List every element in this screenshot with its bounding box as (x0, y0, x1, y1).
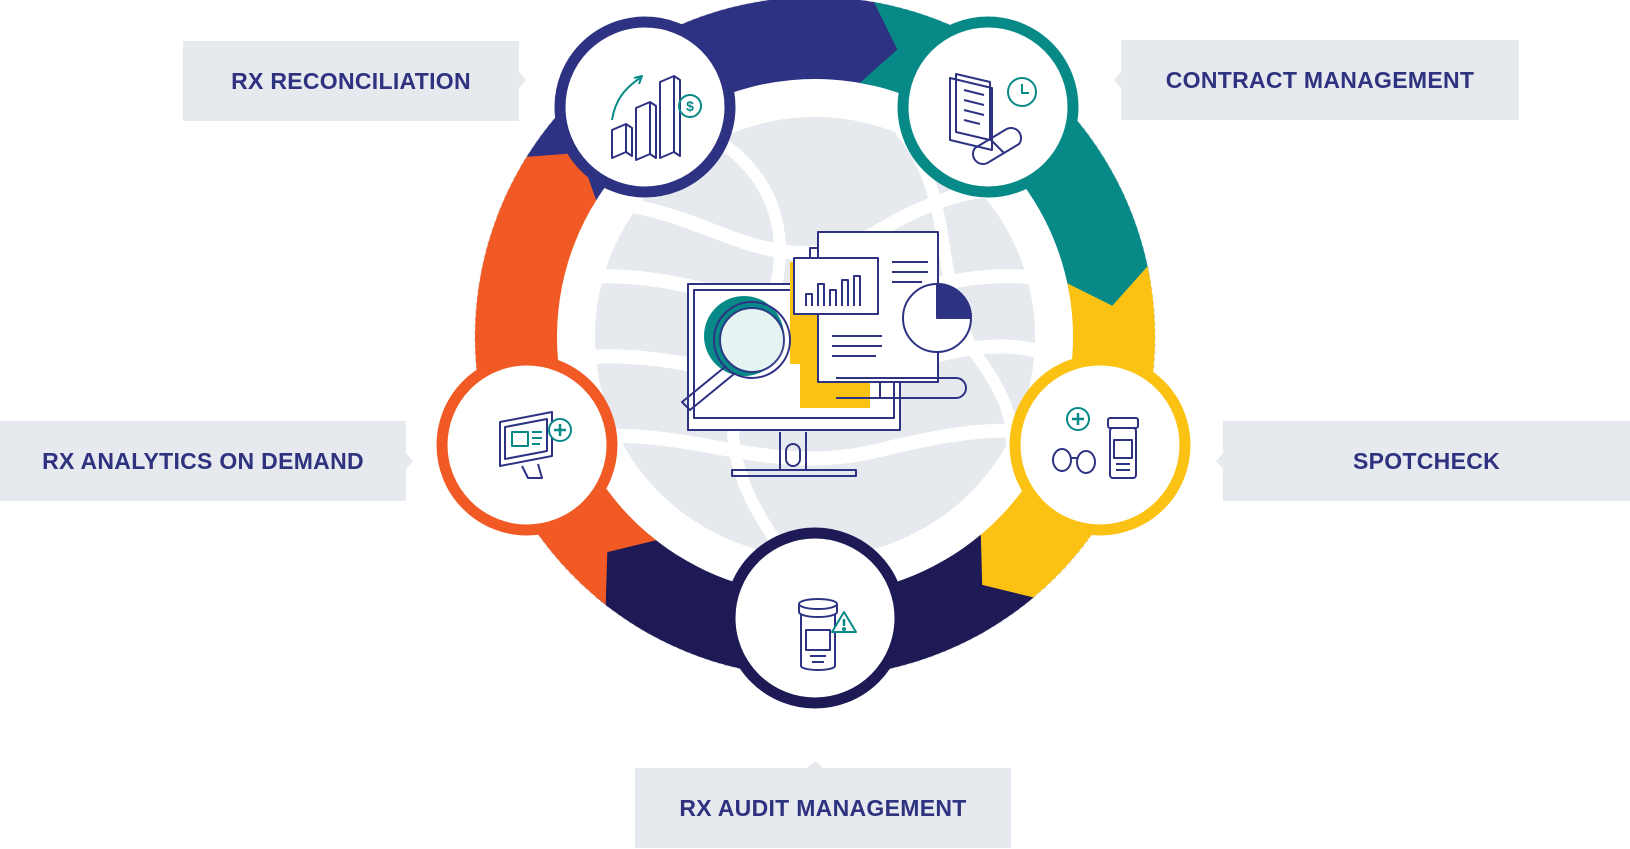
node-contract-management (897, 16, 1079, 198)
label-rx-reconciliation: RX RECONCILIATION (183, 41, 519, 121)
node-spotcheck (1009, 354, 1191, 536)
label-rx-analytics-on-demand: RX ANALYTICS ON DEMAND (0, 421, 406, 501)
monitor-medical-icon (499, 411, 572, 479)
label-spotcheck: SPOTCHECK (1223, 421, 1630, 501)
label-contract-management-text: CONTRACT MANAGEMENT (1165, 66, 1475, 93)
clipboard-clock-pill-icon (949, 73, 1037, 165)
label-rx-reconciliation-text: RX RECONCILIATION (231, 67, 471, 94)
node-rx-audit (724, 527, 906, 709)
node-rx-reconciliation (554, 16, 736, 198)
pill-bottle-warning-icon (798, 598, 857, 671)
glasses-pill-bottle-icon (1052, 407, 1139, 479)
bar-chart-dollar-icon: $ (611, 75, 702, 161)
label-rx-audit-management-text: RX AUDIT MANAGEMENT (679, 794, 967, 821)
label-rx-analytics-on-demand-text: RX ANALYTICS ON DEMAND (42, 447, 364, 474)
label-spotcheck-text: SPOTCHECK (1352, 447, 1501, 474)
svg-text:$: $ (686, 98, 694, 114)
monitor-magnifier-reports-icon (681, 231, 972, 477)
label-contract-management: CONTRACT MANAGEMENT (1121, 40, 1519, 120)
label-rx-audit-management: RX AUDIT MANAGEMENT (635, 768, 1011, 848)
